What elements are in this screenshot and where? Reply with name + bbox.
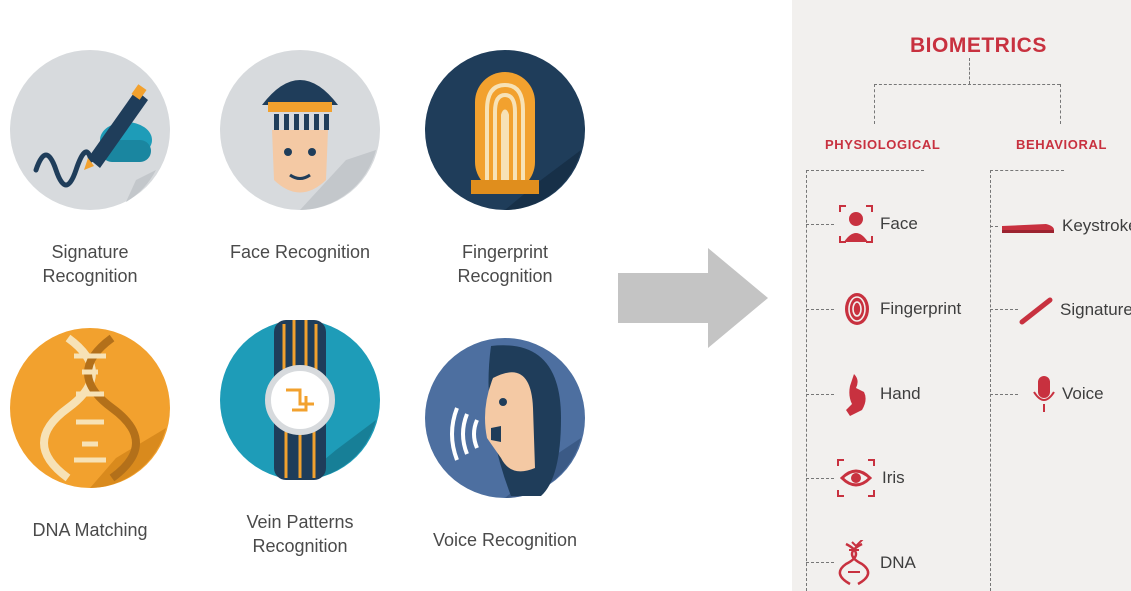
right-arrow-icon <box>618 248 768 348</box>
hand-icon <box>846 374 866 416</box>
item-fingerprint: Fingerprint <box>840 289 961 329</box>
connector-line <box>874 84 875 124</box>
fingerprint-icon <box>425 50 585 210</box>
item-label: Face <box>880 214 918 233</box>
connector-line <box>990 394 1018 395</box>
connector-line <box>806 170 924 171</box>
tile-label: Voice Recognition <box>432 530 578 550</box>
item-voice: Voice <box>1032 374 1104 414</box>
item-dna: DNA <box>838 540 916 586</box>
biometrics-diagram: BIOMETRICS PHYSIOLOGICAL BEHAVIORAL Face… <box>792 0 1131 591</box>
tile-label: Signature Recognition <box>42 242 138 286</box>
connector-line <box>969 58 970 84</box>
tile-label: Face Recognition <box>229 242 371 262</box>
item-label: Hand <box>880 384 921 403</box>
item-signature: Signature <box>1018 292 1131 328</box>
item-label: DNA <box>880 553 916 572</box>
item-iris: Iris <box>836 458 905 498</box>
eye-icon <box>837 459 875 497</box>
face-recognition-tile: Face Recognition <box>210 30 390 264</box>
fingerprint-recognition-tile: Fingerprint Recognition <box>415 30 595 288</box>
connector-line <box>990 309 1018 310</box>
connector-line <box>806 394 834 395</box>
connector-line <box>990 170 991 591</box>
voice-speaker-icon <box>425 338 585 498</box>
tile-label: Vein Patterns Recognition <box>246 512 354 556</box>
category-physiological: PHYSIOLOGICAL <box>825 137 941 152</box>
dna-helix-icon <box>10 328 170 488</box>
item-face: Face <box>838 204 918 244</box>
face-icon <box>220 50 380 210</box>
tile-label: DNA Matching <box>32 520 148 540</box>
item-label: Iris <box>882 468 905 487</box>
connector-line <box>806 170 807 591</box>
vein-patterns-tile: Vein Patterns Recognition <box>210 300 390 558</box>
face-icon <box>839 205 873 243</box>
keyboard-icon <box>1002 224 1054 233</box>
item-label: Voice <box>1062 384 1104 403</box>
microphone-icon <box>1033 376 1055 412</box>
connector-line <box>806 478 834 479</box>
category-behavioral: BEHAVIORAL <box>1016 137 1107 152</box>
dna-icon <box>838 540 870 586</box>
signature-pen-icon <box>10 50 170 210</box>
voice-recognition-tile: Voice Recognition <box>415 318 595 552</box>
item-label: Fingerprint <box>880 299 962 318</box>
pen-icon <box>1019 297 1053 325</box>
vein-hand-icon <box>220 320 380 480</box>
connector-line <box>990 170 1064 171</box>
tile-label: Fingerprint Recognition <box>457 242 553 286</box>
connector-line <box>806 224 834 225</box>
connector-line <box>806 309 834 310</box>
item-hand: Hand <box>840 370 921 418</box>
connector-line <box>1060 84 1061 124</box>
item-label: Signature <box>1060 300 1131 319</box>
connector-line <box>806 562 834 563</box>
connector-line <box>990 226 998 227</box>
signature-recognition-tile: Signature Recognition <box>0 30 180 288</box>
dna-matching-tile: DNA Matching <box>0 308 180 542</box>
fingerprint-icon <box>845 293 869 325</box>
item-label: Keystroke <box>1062 216 1131 235</box>
diagram-title: BIOMETRICS <box>910 34 1047 57</box>
item-keystroke: Keystroke <box>1000 212 1131 240</box>
connector-line <box>874 84 1060 85</box>
